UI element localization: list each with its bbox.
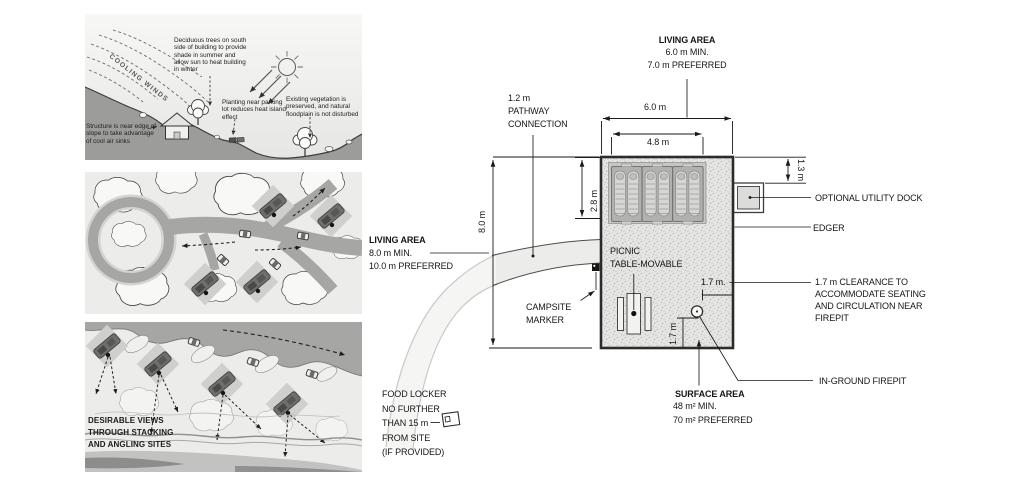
surface-area-specs: 48 m² MIN. 70 m² PREFERRED — [673, 401, 753, 425]
campground-loop-panel — [85, 172, 362, 314]
edger-label: EDGER — [813, 223, 845, 233]
clearance-label: 1.7 m CLEARANCE TO ACCOMMODATE SEATING A… — [815, 277, 926, 323]
trees-note: Deciduous trees on south side of buildin… — [174, 37, 247, 74]
house-icon — [159, 112, 195, 140]
pathway-connection-label: 1.2 m PATHWAY CONNECTION — [508, 93, 568, 129]
dim-depth: 8.0 m — [477, 210, 487, 233]
sun-ray-arrows — [249, 69, 291, 105]
picnic-table-icon — [617, 293, 652, 335]
trees — [139, 99, 353, 156]
structure-note: Structure is near edge of slope to take … — [86, 123, 156, 145]
dim-firepit-clearance: 1.7 m. — [701, 277, 726, 287]
surface-area-title: SURFACE AREA — [675, 389, 745, 399]
campsite-marker-label: CAMPSITE MARKER — [526, 302, 572, 325]
pad-edger-border — [599, 155, 735, 350]
dim-tent-depth: 2.8 m — [588, 189, 599, 212]
firepit-label: IN-GROUND FIREPIT — [819, 376, 907, 386]
site-views-panel — [85, 322, 362, 472]
note-arrows — [146, 76, 312, 138]
dim-width-tents: 4.8 m — [646, 137, 670, 147]
parking-cars-icon — [228, 137, 245, 143]
desirable-views-caption: DESIRABLE VIEWS THROUGH STACKING AND ANG… — [88, 416, 174, 449]
campsite-pad — [592, 155, 765, 350]
view-arrows — [95, 329, 346, 458]
tree-icon — [292, 127, 318, 156]
food-locker-icon — [441, 411, 461, 428]
campsite-marker-icon — [592, 263, 600, 271]
circulation-arrows — [181, 187, 326, 251]
dim-width-outer: 6.0 m — [643, 102, 667, 112]
wind-lines — [86, 29, 209, 108]
utility-dock-label: OPTIONAL UTILITY DOCK — [815, 193, 923, 203]
firepit-icon — [690, 305, 704, 318]
tent-icon — [612, 164, 704, 224]
vegetation-note: Existing vegetation is preserved, and na… — [286, 96, 359, 118]
dim-firepit-edge: 1.7 m — [667, 322, 678, 345]
dimension-lines — [489, 116, 806, 349]
access-road — [85, 322, 362, 382]
shoreline — [85, 411, 362, 472]
living-area-left-title: LIVING AREA — [369, 235, 426, 245]
loop-road — [85, 179, 362, 294]
pathway — [385, 239, 602, 450]
picnic-table-label: PICNIC TABLE-MOVABLE — [610, 246, 683, 269]
sun-icon — [271, 51, 303, 83]
leader-lines — [430, 79, 813, 428]
tree-icon — [187, 99, 209, 125]
site-section-panel — [85, 14, 362, 160]
living-area-top-title: LIVING AREA — [658, 35, 716, 45]
food-locker-label: FOOD LOCKER NO FURTHER THAN 15 m FROM SI… — [382, 389, 447, 458]
living-area-left-specs: 8.0 m MIN. 10.0 m PREFERRED — [369, 248, 453, 271]
living-area-top-specs: 6.0 m MIN. 7.0 m PREFERRED — [647, 47, 727, 70]
dim-dock-offset: 1.3 m — [795, 159, 806, 182]
parking-note: Planting near parking lot reduces heat i… — [222, 99, 286, 121]
